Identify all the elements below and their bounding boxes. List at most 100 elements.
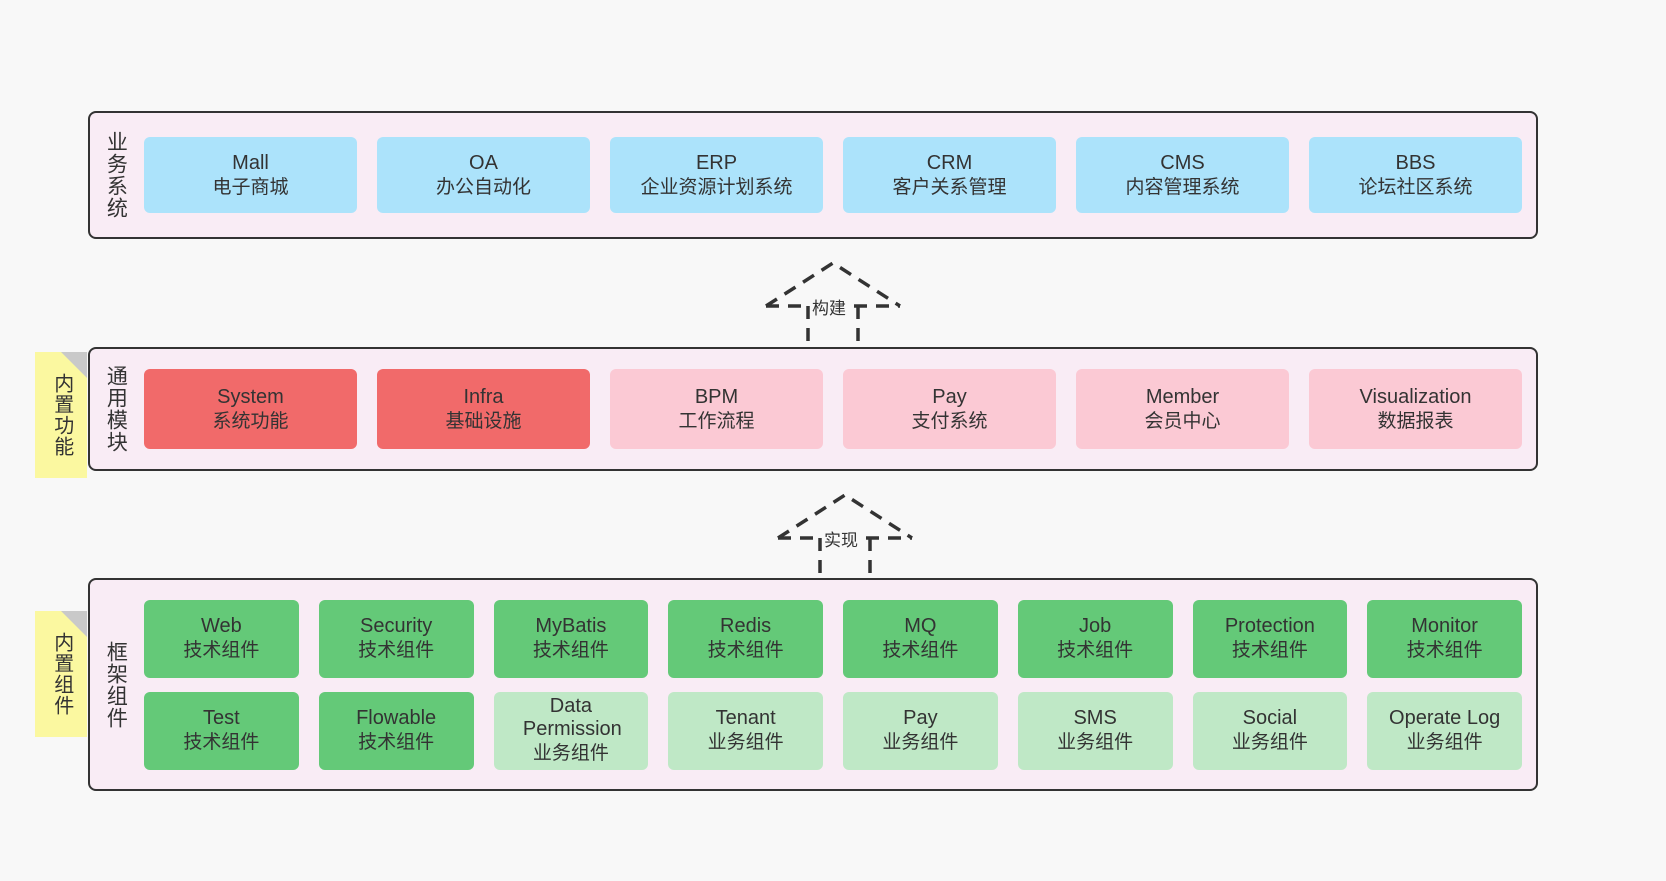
card-test-en: Test bbox=[203, 707, 240, 730]
card-flowable[interactable]: Flowable 技术组件 bbox=[318, 691, 474, 770]
card-sms-en: SMS bbox=[1073, 707, 1117, 730]
card-pay-module-en: Pay bbox=[932, 385, 967, 408]
layer-common-modules: 通用模块 System 系统功能 Infra 基础设施 BPM 工作流程 Pay… bbox=[88, 347, 1538, 471]
card-bpm-cn: 工作流程 bbox=[678, 410, 755, 432]
card-pay-component[interactable]: Pay 业务组件 bbox=[843, 691, 998, 770]
card-tenant-cn: 业务组件 bbox=[707, 732, 784, 754]
layer-framework-components: 框架组件 Web 技术组件 Security 技术组件 MyBatis 技术组件… bbox=[88, 578, 1538, 791]
note-fold-corner-icon bbox=[61, 611, 87, 637]
card-erp[interactable]: ERP 企业资源计划系统 bbox=[610, 137, 823, 213]
card-crm-cn: 客户关系管理 bbox=[892, 176, 1007, 198]
card-sms-cn: 业务组件 bbox=[1057, 732, 1134, 754]
card-tenant[interactable]: Tenant 业务组件 bbox=[668, 691, 823, 770]
layer-business-body: Mall 电子商城 OA 办公自动化 ERP 企业资源计划系统 CRM 客户关系… bbox=[140, 113, 1536, 237]
card-security-cn: 技术组件 bbox=[358, 640, 435, 662]
card-redis-en: Redis bbox=[720, 615, 772, 638]
card-oa-en: OA bbox=[469, 151, 498, 174]
card-data-permission-en: Data Permission bbox=[522, 694, 622, 741]
card-cms-en: CMS bbox=[1160, 151, 1205, 174]
card-data-permission[interactable]: Data Permission 业务组件 bbox=[493, 691, 649, 770]
layer-framework-title: 框架组件 bbox=[104, 640, 128, 729]
card-protection-cn: 技术组件 bbox=[1231, 640, 1308, 662]
card-mall-en: Mall bbox=[232, 151, 269, 174]
card-cms-cn: 内容管理系统 bbox=[1125, 176, 1240, 198]
card-visualization-cn: 数据报表 bbox=[1377, 410, 1454, 432]
card-protection-en: Protection bbox=[1224, 615, 1315, 638]
card-web-en: Web bbox=[200, 615, 242, 638]
card-monitor-en: Monitor bbox=[1411, 615, 1478, 638]
card-monitor[interactable]: Monitor 技术组件 bbox=[1367, 599, 1522, 678]
card-bbs[interactable]: BBS 论坛社区系统 bbox=[1309, 137, 1522, 213]
card-sms[interactable]: SMS 业务组件 bbox=[1017, 691, 1173, 770]
card-oa-cn: 办公自动化 bbox=[435, 176, 531, 198]
layer-framework-row-2: Test 技术组件 Flowable 技术组件 Data Permission … bbox=[144, 691, 1522, 770]
card-mq[interactable]: MQ 技术组件 bbox=[843, 599, 998, 678]
card-tenant-en: Tenant bbox=[715, 707, 776, 730]
note-builtin-features: 内置功能 bbox=[35, 352, 87, 478]
layer-business-row: Mall 电子商城 OA 办公自动化 ERP 企业资源计划系统 CRM 客户关系… bbox=[144, 137, 1522, 213]
card-protection[interactable]: Protection 技术组件 bbox=[1192, 599, 1348, 678]
layer-business-title: 业务系统 bbox=[104, 131, 128, 219]
card-erp-en: ERP bbox=[695, 151, 738, 174]
connector-build: 构建 bbox=[758, 258, 908, 348]
card-crm-en: CRM bbox=[926, 151, 973, 174]
note-builtin-features-label: 内置功能 bbox=[50, 373, 73, 457]
card-social-en: Social bbox=[1242, 707, 1298, 730]
card-visualization[interactable]: Visualization 数据报表 bbox=[1309, 369, 1522, 449]
card-mybatis[interactable]: MyBatis 技术组件 bbox=[493, 599, 649, 678]
card-operate-log-cn: 业务组件 bbox=[1406, 732, 1483, 754]
card-web-cn: 技术组件 bbox=[183, 640, 260, 662]
card-web[interactable]: Web 技术组件 bbox=[144, 599, 299, 678]
card-security-en: Security bbox=[360, 615, 433, 638]
card-system-cn: 系统功能 bbox=[212, 410, 289, 432]
card-visualization-en: Visualization bbox=[1359, 385, 1472, 408]
card-bpm-en: BPM bbox=[694, 385, 739, 408]
card-redis-cn: 技术组件 bbox=[707, 640, 784, 662]
card-bpm[interactable]: BPM 工作流程 bbox=[610, 369, 823, 449]
card-bbs-en: BBS bbox=[1395, 151, 1436, 174]
card-bbs-cn: 论坛社区系统 bbox=[1358, 176, 1473, 198]
card-operate-log[interactable]: Operate Log 业务组件 bbox=[1367, 691, 1522, 770]
note-builtin-components-label: 内置组件 bbox=[50, 632, 73, 716]
card-job-cn: 技术组件 bbox=[1057, 640, 1134, 662]
card-operate-log-en: Operate Log bbox=[1389, 707, 1501, 730]
card-cms[interactable]: CMS 内容管理系统 bbox=[1076, 137, 1289, 213]
card-pay-module-cn: 支付系统 bbox=[911, 410, 988, 432]
layer-modules-body: System 系统功能 Infra 基础设施 BPM 工作流程 Pay 支付系统… bbox=[140, 349, 1536, 469]
card-monitor-cn: 技术组件 bbox=[1406, 640, 1483, 662]
card-member-cn: 会员中心 bbox=[1144, 410, 1221, 432]
card-infra-en: Infra bbox=[463, 385, 504, 408]
layer-modules-title: 通用模块 bbox=[104, 365, 128, 453]
card-erp-cn: 企业资源计划系统 bbox=[640, 176, 793, 198]
card-flowable-en: Flowable bbox=[356, 707, 437, 730]
card-security[interactable]: Security 技术组件 bbox=[318, 599, 474, 678]
card-data-permission-cn: 业务组件 bbox=[532, 742, 609, 764]
card-mq-en: MQ bbox=[904, 615, 937, 638]
card-system[interactable]: System 系统功能 bbox=[144, 369, 357, 449]
card-mq-cn: 技术组件 bbox=[882, 640, 959, 662]
card-infra-cn: 基础设施 bbox=[445, 410, 522, 432]
card-crm[interactable]: CRM 客户关系管理 bbox=[843, 137, 1056, 213]
card-infra[interactable]: Infra 基础设施 bbox=[377, 369, 590, 449]
card-mall[interactable]: Mall 电子商城 bbox=[144, 137, 357, 213]
layer-framework-body: Web 技术组件 Security 技术组件 MyBatis 技术组件 Redi… bbox=[140, 580, 1536, 789]
card-system-en: System bbox=[217, 385, 284, 408]
card-social-cn: 业务组件 bbox=[1231, 732, 1308, 754]
connector-build-label: 构建 bbox=[810, 294, 848, 319]
connector-implement: 实现 bbox=[770, 490, 920, 580]
card-member[interactable]: Member 会员中心 bbox=[1076, 369, 1289, 449]
card-job-en: Job bbox=[1079, 615, 1112, 638]
layer-modules-row: System 系统功能 Infra 基础设施 BPM 工作流程 Pay 支付系统… bbox=[144, 369, 1522, 449]
card-pay-module[interactable]: Pay 支付系统 bbox=[843, 369, 1056, 449]
card-flowable-cn: 技术组件 bbox=[358, 732, 435, 754]
card-test[interactable]: Test 技术组件 bbox=[144, 691, 299, 770]
card-redis[interactable]: Redis 技术组件 bbox=[668, 599, 823, 678]
card-oa[interactable]: OA 办公自动化 bbox=[377, 137, 590, 213]
layer-business-systems: 业务系统 Mall 电子商城 OA 办公自动化 ERP 企业资源计划系统 CRM… bbox=[88, 111, 1538, 239]
note-builtin-components: 内置组件 bbox=[35, 611, 87, 737]
card-mybatis-en: MyBatis bbox=[535, 615, 607, 638]
card-social[interactable]: Social 业务组件 bbox=[1192, 691, 1348, 770]
card-pay-component-cn: 业务组件 bbox=[882, 732, 959, 754]
card-job[interactable]: Job 技术组件 bbox=[1017, 599, 1173, 678]
